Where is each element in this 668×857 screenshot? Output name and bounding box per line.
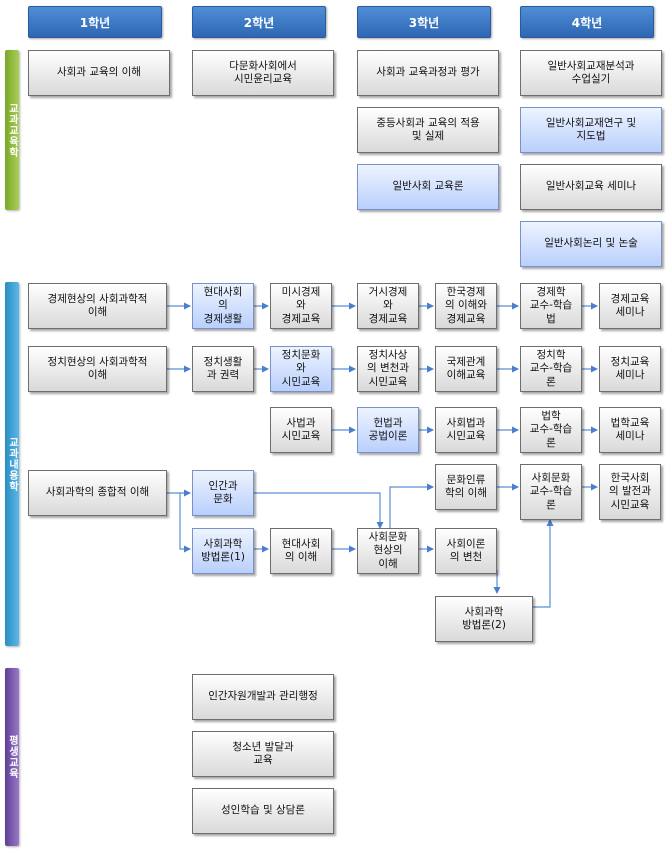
course-adult: 성인학습 및 상담론	[192, 788, 334, 834]
course-korean-society: 한국사회 의 발전과 시민교육	[599, 464, 661, 520]
course-sociocultural: 사회문화 현상의 이해	[357, 528, 419, 574]
course-youth: 청소년 발달과 교육	[192, 731, 334, 777]
course-macro: 거시경제 와 경제교육	[357, 283, 419, 329]
course-micro: 미시경제 와 경제교육	[270, 283, 332, 329]
course-pol-culture: 정치문화 와 시민교육	[270, 346, 332, 392]
course-const-law: 헌법과 공법이론	[357, 407, 419, 453]
course-secondary: 중등사회과 교육의 적용 및 실제	[357, 107, 499, 153]
course-culture-method: 사회문화 교수-학습 론	[520, 464, 582, 520]
course-general-theory: 일반사회 교육론	[357, 164, 499, 210]
course-korean-econ: 한국경제 의 이해와 경제교육	[435, 283, 497, 329]
course-social-theory: 사회이론 의 변천	[435, 528, 497, 574]
year-header-2: 2학년	[192, 6, 326, 38]
section-band-curriculum: 교과교육학	[5, 50, 19, 210]
year-header-1: 1학년	[28, 6, 162, 38]
course-private-law: 사법과 시민교육	[270, 407, 332, 453]
course-pol-life: 정치생활 과 권력	[192, 346, 254, 392]
course-econ-method: 경제학 교수-학습 법	[520, 283, 582, 329]
course-social-edu: 사회과 교육의 이해	[28, 50, 170, 96]
course-pol-method: 정치학 교수-학습 론	[520, 346, 582, 392]
course-pol-seminar: 정치교육 세미나	[599, 346, 661, 392]
section-band-content: 교과내용학	[5, 282, 19, 646]
year-header-3: 3학년	[357, 6, 491, 38]
course-textbook-research: 일반사회교재연구 및 지도법	[520, 107, 662, 153]
section-label-curriculum: 교과교육학	[6, 102, 18, 158]
course-law-method: 법학 교수-학습 론	[520, 407, 582, 453]
course-hrd: 인간자원개발과 관리행정	[192, 674, 334, 720]
course-multicultural: 다문화사회에서 시민윤리교육	[192, 50, 334, 96]
course-modern-econ: 현대사회 의 경제생활	[192, 283, 254, 329]
course-human-culture: 인간과 문화	[192, 470, 254, 516]
course-pol-intro: 정치현상의 사회과학적 이해	[28, 346, 167, 392]
course-anthropology: 문화인류 학의 이해	[435, 464, 497, 510]
course-method2: 사회과학 방법론(2)	[435, 596, 533, 642]
course-social-law: 사회법과 시민교육	[435, 407, 497, 453]
course-modern-society: 현대사회 의 이해	[270, 528, 332, 574]
course-law-seminar: 법학교육 세미나	[599, 407, 661, 453]
course-method1: 사회과학 방법론(1)	[192, 528, 254, 574]
course-econ-intro: 경제현상의 사회과학적 이해	[28, 283, 167, 329]
course-intl: 국제관계 이해교육	[435, 346, 497, 392]
course-textbook-analysis: 일반사회교재분석과 수업실기	[520, 50, 662, 96]
course-pol-thought: 정치사상 의 변천과 시민교육	[357, 346, 419, 392]
course-curriculum-eval: 사회과 교육과정과 평가	[357, 50, 499, 96]
section-band-lifelong: 평생교육	[5, 668, 19, 846]
course-social-sci: 사회과학의 종합적 이해	[28, 470, 167, 516]
section-label-content: 교과내용학	[6, 436, 18, 492]
section-label-lifelong: 평생교육	[6, 735, 18, 779]
course-logic: 일반사회논리 및 논술	[520, 221, 662, 267]
year-header-4: 4학년	[520, 6, 654, 38]
course-seminar: 일반사회교육 세미나	[520, 164, 662, 210]
course-econ-seminar: 경제교육 세미나	[599, 283, 661, 329]
